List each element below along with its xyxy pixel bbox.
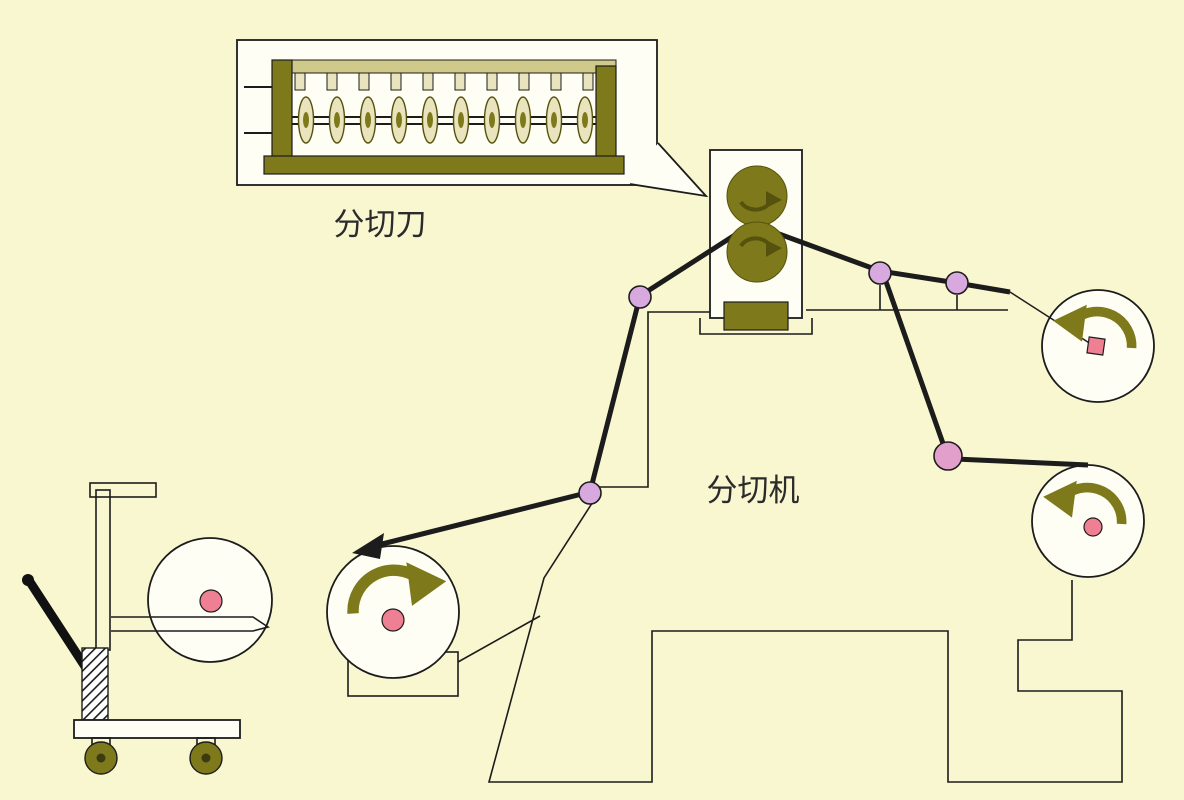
truck-roll-core <box>199 589 223 613</box>
web-direction-arrow-icon <box>352 533 384 559</box>
circular-blade <box>483 96 501 144</box>
truck-hydraulic-block <box>81 647 109 721</box>
machine-body-outline <box>347 285 1123 783</box>
rewind-bottom-roll-core <box>1083 517 1103 537</box>
circular-blade <box>328 96 346 144</box>
nip-roller-bottom-arrowhead-icon <box>766 240 782 257</box>
knife-right-post <box>595 65 617 167</box>
circular-blade <box>359 96 377 144</box>
blade-holder <box>582 72 594 91</box>
knife-callout <box>236 39 709 198</box>
blade-holder <box>518 72 530 91</box>
circular-blade <box>545 96 563 144</box>
knife-left-post <box>271 59 293 173</box>
guide-roller <box>578 481 602 505</box>
guide-rollers <box>578 261 969 505</box>
machine-label: 分切机 <box>707 473 800 509</box>
circular-blade <box>390 96 408 144</box>
blade-holder <box>326 72 338 91</box>
blade-holder <box>454 72 466 91</box>
circular-blade <box>297 96 315 144</box>
nip-roller-top <box>726 165 788 227</box>
nip-roller-bottom <box>726 221 788 283</box>
circular-blade <box>576 96 594 144</box>
truck-fork <box>111 616 270 632</box>
knife-base-bar <box>263 155 625 175</box>
guide-roller <box>945 271 969 295</box>
blade-holder <box>358 72 370 91</box>
nip-roller-top-arrowhead-icon <box>766 191 782 208</box>
knife-label: 分切刀 <box>334 207 427 243</box>
guide-roller-large <box>933 441 963 471</box>
truck-handle-knob <box>22 574 34 586</box>
nip-rollers <box>726 165 788 283</box>
circular-blade <box>452 96 470 144</box>
knife-shaft-stubs <box>244 86 272 134</box>
knife-assembly <box>244 59 625 175</box>
guide-bracket-line <box>806 285 1008 311</box>
hand-truck <box>22 482 273 775</box>
guide-roller <box>868 261 892 285</box>
rewind-top-roll-core <box>1086 336 1106 356</box>
truck-base <box>73 719 241 739</box>
machine-base-line <box>487 496 1123 783</box>
blade-holder <box>294 72 306 91</box>
blade-holder <box>486 72 498 91</box>
blade-holder <box>550 72 562 91</box>
nip-frame-bracket <box>699 318 813 335</box>
truck-top-plate <box>89 482 157 498</box>
truck-wheel <box>189 741 223 775</box>
knife-top-beam <box>271 59 617 74</box>
circular-blade <box>421 96 439 144</box>
circular-blade <box>514 96 532 144</box>
guide-roller <box>628 285 652 309</box>
stand-connector-line <box>457 615 541 663</box>
blade-holder <box>422 72 434 91</box>
truck-wheel <box>84 741 118 775</box>
callout-tail <box>629 142 709 198</box>
machine-column-line <box>596 311 710 488</box>
nip-base-block <box>723 301 789 331</box>
unwind-roll-core <box>381 608 405 632</box>
truck-handle <box>25 577 91 673</box>
blade-holder <box>390 72 402 91</box>
